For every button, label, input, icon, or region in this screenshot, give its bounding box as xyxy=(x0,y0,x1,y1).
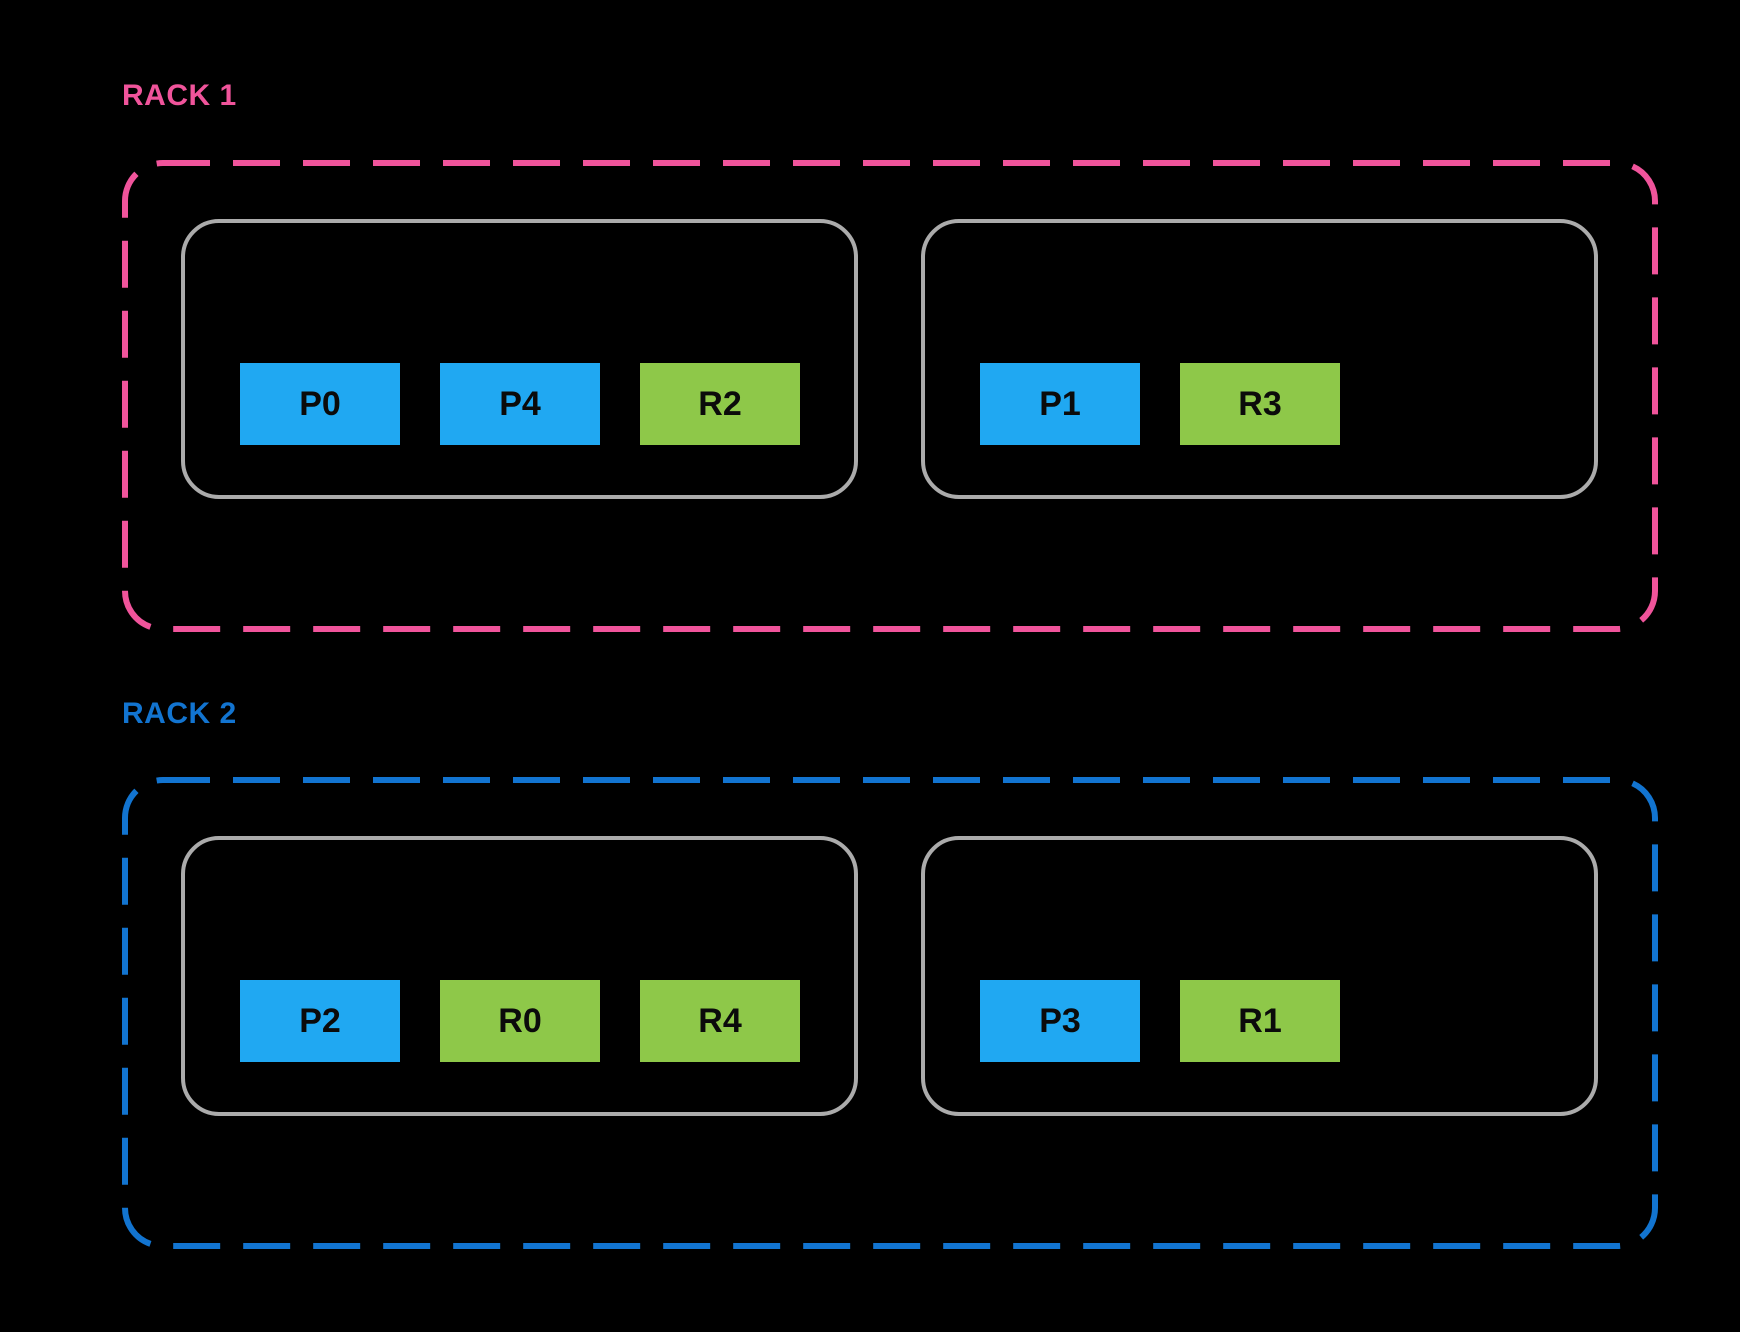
rack-2-node-2: P3 R1 xyxy=(921,836,1598,1116)
rack-2-label: RACK 2 xyxy=(122,697,237,730)
shard-r2: R2 xyxy=(640,363,800,445)
shard-r0: R0 xyxy=(440,980,600,1062)
rack-1-node-1: P0 P4 R2 xyxy=(181,219,858,499)
rack-2-dashed-border xyxy=(122,777,1658,1249)
rack-2-node-1: P2 R0 R4 xyxy=(181,836,858,1116)
shard-p2: P2 xyxy=(240,980,400,1062)
rack-1-dashed-border xyxy=(122,160,1658,632)
shard-r4: R4 xyxy=(640,980,800,1062)
shard-p0: P0 xyxy=(240,363,400,445)
shard-p3: P3 xyxy=(980,980,1140,1062)
rack-1-node-2: P1 R3 xyxy=(921,219,1598,499)
shard-p4: P4 xyxy=(440,363,600,445)
shard-p1: P1 xyxy=(980,363,1140,445)
rack-1-label: RACK 1 xyxy=(122,79,237,112)
shard-r1: R1 xyxy=(1180,980,1340,1062)
shard-r3: R3 xyxy=(1180,363,1340,445)
